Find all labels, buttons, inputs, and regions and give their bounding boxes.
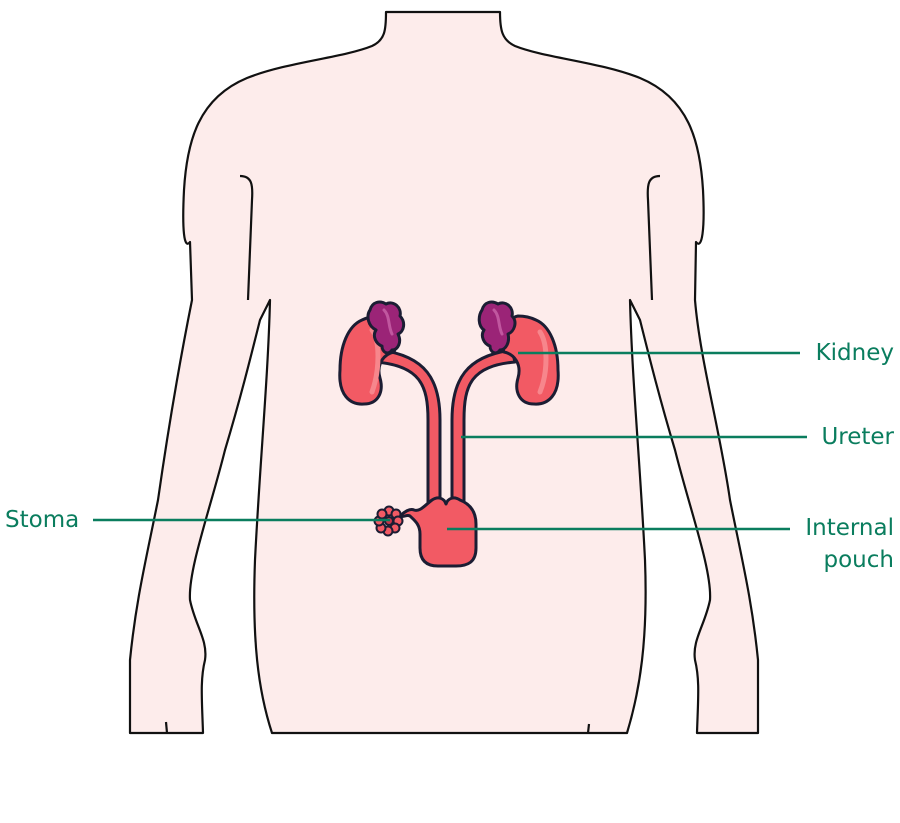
body-outline: [128, 10, 760, 735]
left-ureter: [374, 348, 442, 504]
internal-pouch-label-line2: pouch: [823, 547, 894, 573]
internal-pouch: [398, 496, 478, 568]
right-ureter: [450, 348, 517, 504]
stoma-label: Stoma: [5, 507, 80, 533]
kidney-label: Kidney: [815, 340, 894, 366]
internal-pouch-label-line1: Internal: [805, 515, 894, 541]
right-adrenal: [477, 300, 517, 355]
left-adrenal: [366, 300, 406, 355]
label-lines: [93, 351, 807, 531]
urinary-organs: [338, 300, 560, 568]
ureter-label: Ureter: [821, 424, 894, 450]
